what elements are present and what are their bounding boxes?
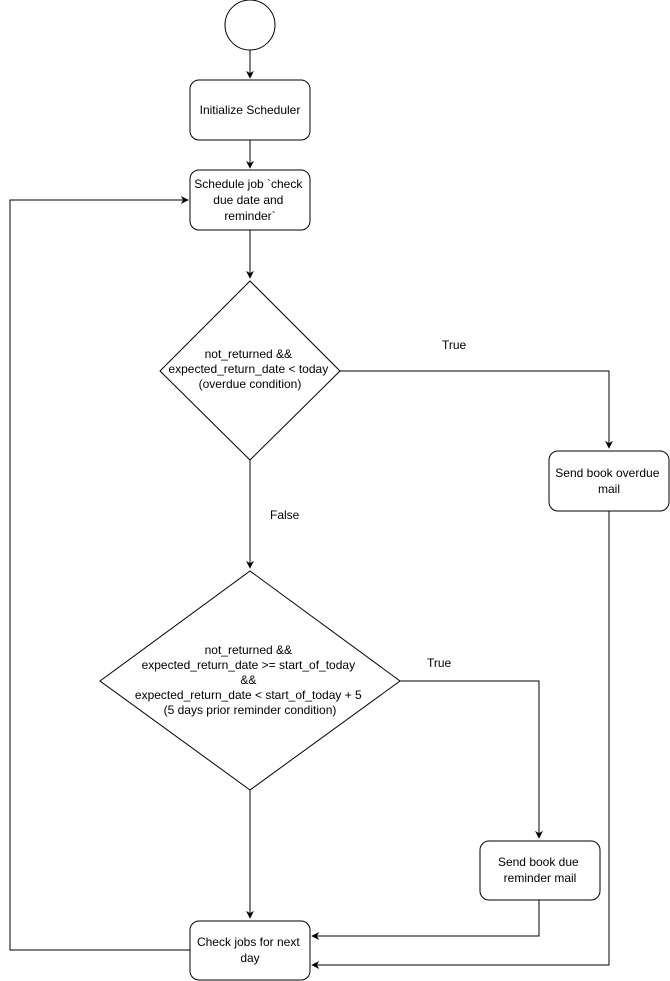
overdue-decision-line-3: (overdue condition): [199, 377, 302, 391]
svg-text:Check jobs for next day: Check jobs for next day: [197, 935, 303, 965]
overdue-mail-line-1: Send book overdue: [555, 466, 659, 480]
reminder-mail-node: Send book due reminder mail: [479, 840, 601, 901]
edge-overdue-mail-to-next-day: [311, 511, 610, 969]
overdue-mail-line-2: mail: [598, 482, 620, 496]
reminder-decision-line-2: expected_return_date >= start_of_today: [142, 658, 356, 672]
overdue-decision-line-1: not_returned &&: [205, 347, 292, 361]
label-reminder-true: True: [427, 656, 452, 670]
init-node: Initialize Scheduler: [189, 79, 311, 141]
overdue-decision-line-2: expected_return_date < today: [168, 362, 328, 376]
overdue-decision-node: not_returned && expected_return_date < t…: [159, 280, 341, 461]
svg-text:Schedule job `check due: Schedule job `check due date and reminde…: [194, 177, 305, 223]
init-node-line: Initialize Scheduler: [200, 103, 301, 117]
edge-overdue-true: [340, 370, 613, 449]
svg-text:Send book overdue mail: Send book overdue mail: [555, 466, 662, 496]
reminder-decision-line-5: (5 days prior reminder condition): [164, 703, 337, 717]
label-overdue-false: False: [270, 508, 300, 522]
edges: [9, 50, 613, 969]
schedule-job-node: Schedule job `check due date and reminde…: [189, 169, 311, 231]
svg-text:not_returned && expected: not_returned && expected_return_date >= …: [135, 643, 365, 717]
next-day-line-2: day: [240, 951, 259, 965]
next-day-line-1: Check jobs for next: [197, 935, 300, 949]
reminder-decision-node: not_returned && expected_return_date >= …: [99, 570, 401, 791]
next-day-node: Check jobs for next day: [189, 920, 311, 981]
reminder-mail-line-1: Send book due: [498, 855, 579, 869]
reminder-mail-line-2: reminder mail: [504, 871, 577, 885]
svg-text:not_returned && expected: not_returned && expected_return_date < t…: [168, 347, 331, 391]
reminder-decision-line-3: &&: [240, 673, 256, 687]
schedule-job-line-3: reminder`: [224, 209, 275, 223]
edge-reminder-true: [400, 680, 543, 839]
reminder-decision-line-1: not_returned &&: [205, 643, 292, 657]
edge-next-day-loop-to-schedule: [9, 196, 190, 951]
svg-text:Send book due reminder m: Send book due reminder mail: [498, 855, 582, 885]
schedule-job-line-1: Schedule job `check: [194, 177, 303, 191]
overdue-mail-node: Send book overdue mail: [548, 450, 670, 512]
schedule-job-line-2: due date and: [213, 193, 283, 207]
svg-text:Initialize Scheduler: Initialize Scheduler: [200, 103, 301, 117]
reminder-decision-line-4: expected_return_date < start_of_today + …: [135, 688, 362, 702]
edge-reminder-mail-to-next-day: [311, 900, 540, 940]
start-node: [224, 0, 276, 51]
label-overdue-true: True: [442, 338, 467, 352]
